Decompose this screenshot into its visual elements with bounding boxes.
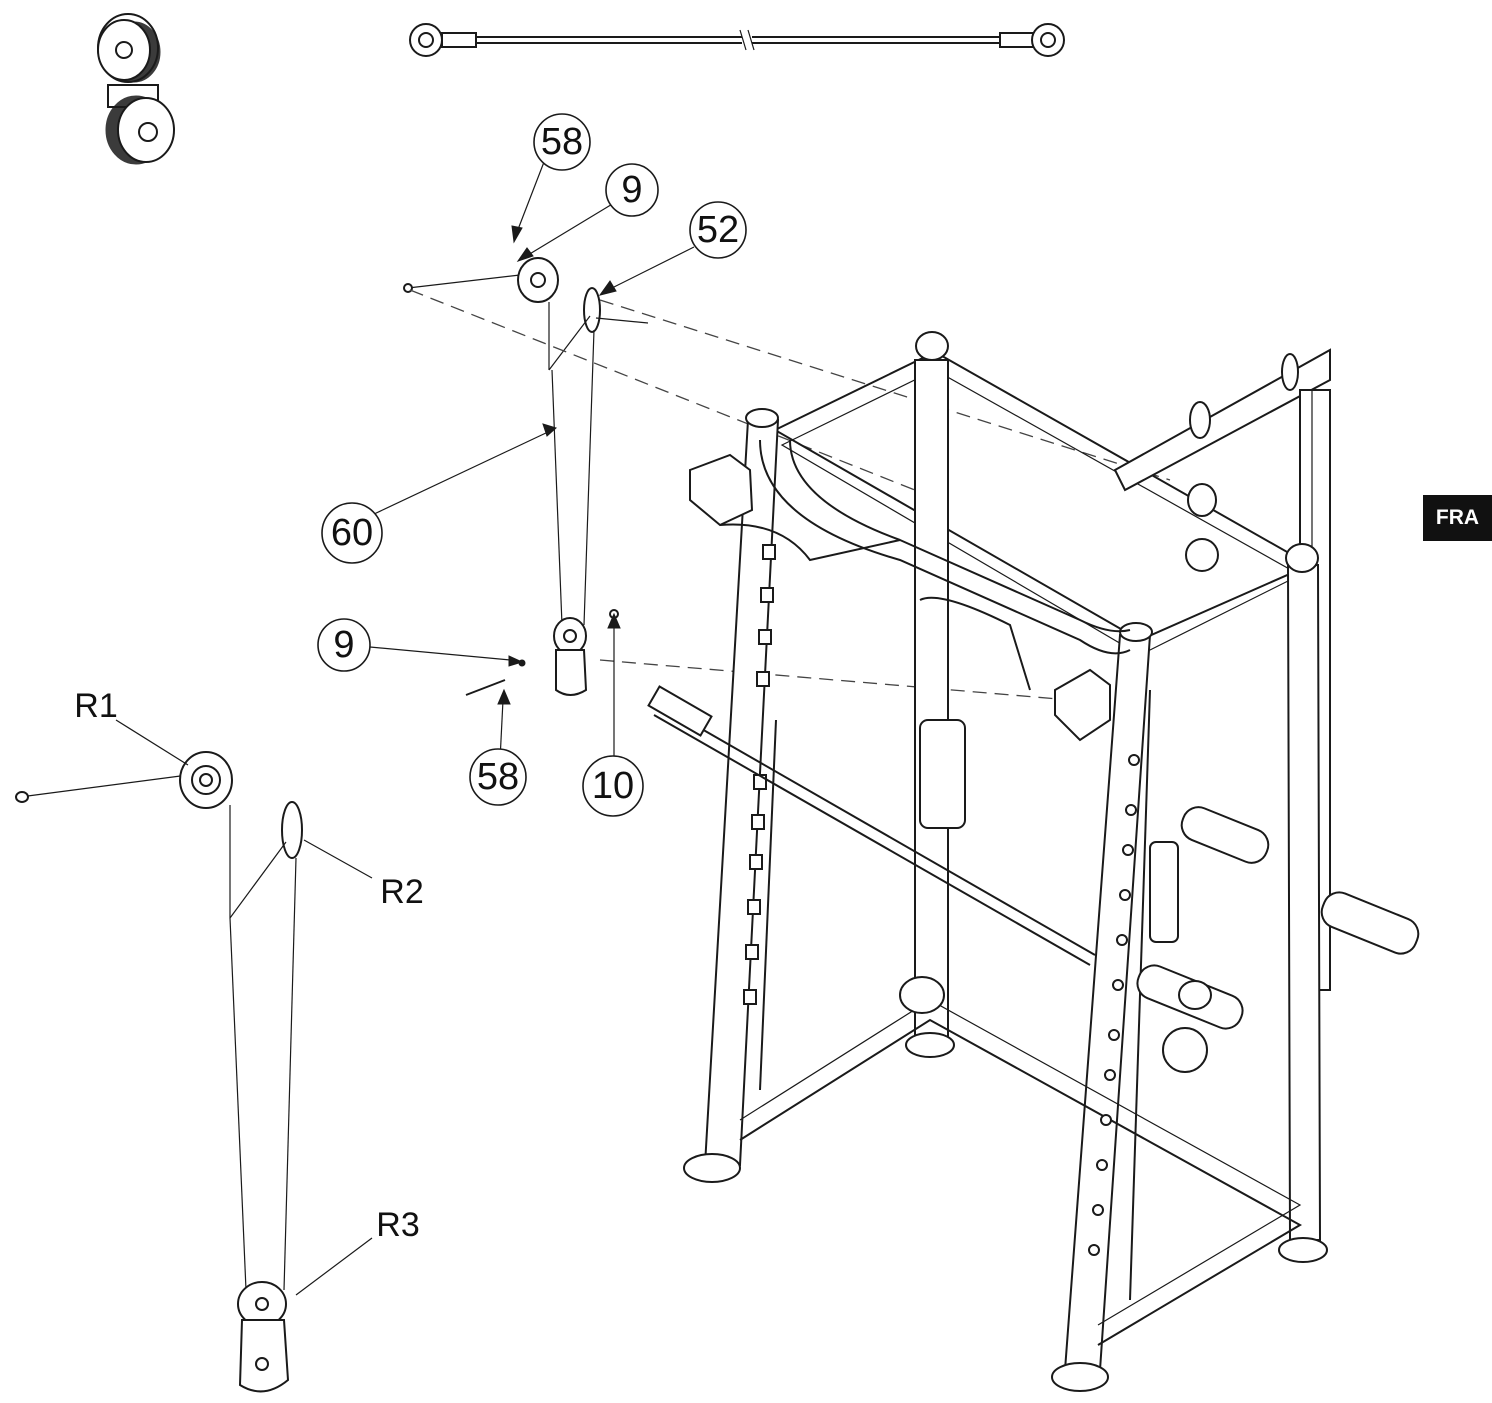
svg-text:R1: R1 bbox=[74, 687, 117, 725]
svg-text:58: 58 bbox=[541, 121, 583, 163]
svg-text:10: 10 bbox=[592, 765, 634, 807]
alignment-lines bbox=[409, 289, 1171, 701]
callout-52: 52 bbox=[689, 201, 747, 259]
callout-58-bottom: 58 bbox=[469, 748, 527, 806]
reference-pulleys bbox=[15, 719, 373, 1393]
svg-text:60: 60 bbox=[331, 512, 373, 554]
frame-icon bbox=[647, 331, 1420, 1392]
svg-text:52: 52 bbox=[697, 209, 739, 251]
callout-9-top: 9 bbox=[605, 163, 659, 217]
reference-r1: R1 bbox=[74, 687, 117, 725]
reference-r2: R2 bbox=[380, 873, 423, 911]
pulley-assembly bbox=[403, 257, 649, 696]
language-tab: FRA bbox=[1423, 495, 1492, 541]
reference-r3: R3 bbox=[376, 1206, 419, 1244]
callout-10: 10 bbox=[582, 755, 644, 817]
callout-58-top: 58 bbox=[533, 113, 591, 171]
svg-text:9: 9 bbox=[333, 624, 354, 666]
callout-9-bottom: 9 bbox=[317, 618, 371, 672]
svg-text:9: 9 bbox=[621, 169, 642, 211]
cable-icon bbox=[409, 23, 1065, 57]
pulley-detail-icon bbox=[97, 13, 175, 165]
svg-text:58: 58 bbox=[477, 756, 519, 798]
leader-lines bbox=[369, 161, 695, 761]
j-hook-holes bbox=[743, 544, 1140, 1256]
svg-text:R3: R3 bbox=[376, 1206, 419, 1244]
svg-text:R2: R2 bbox=[380, 873, 423, 911]
callout-60: 60 bbox=[321, 502, 383, 564]
